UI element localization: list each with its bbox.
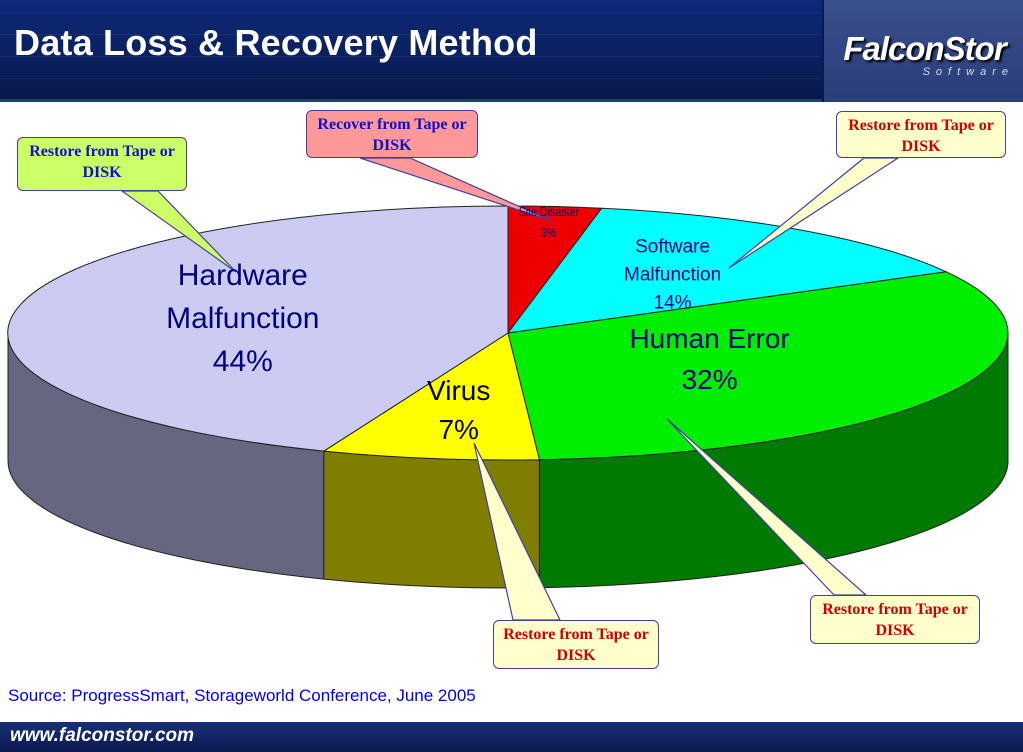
slide-title: Data Loss & Recovery Method (14, 22, 538, 63)
slice-percent-label: 3% (541, 225, 557, 240)
slice-percent-label: 32% (682, 364, 738, 395)
falconstor-logo: FalconStor Software (822, 0, 1023, 102)
callout-virus: Restore from Tape or DISK (493, 620, 659, 669)
header-line (0, 34, 820, 35)
slice-name-label: Human Error (629, 323, 789, 354)
slice-name-label: Hardware (178, 259, 308, 292)
logo-subtext: Software (922, 66, 1014, 78)
callout-human-error: Restore from Tape or DISK (810, 595, 980, 644)
header-line (0, 78, 820, 79)
slice-name-label: Malfunction (166, 302, 319, 335)
slice-name-label: Virus (427, 375, 490, 406)
header-line (0, 12, 820, 13)
pie-tops (7, 205, 1009, 461)
pie-slice-hardware-malfunction (7, 205, 509, 452)
pie-slice-software-malfunction (506, 207, 948, 334)
slice-name-label: Malfunction (624, 265, 721, 286)
callout-site-disaster: Recover from Tape or DISK (306, 110, 478, 158)
pie-slice-human-error (507, 271, 1009, 461)
slice-percent-label: 14% (654, 293, 692, 314)
footer-url: www.falconstor.com (10, 725, 195, 746)
slide-footer: www.falconstor.com (0, 722, 1023, 752)
slide-header: Data Loss & Recovery Method FalconStor S… (0, 0, 1023, 102)
pie-slice-virus (322, 332, 541, 461)
callout-pointer (728, 157, 901, 269)
logo-text: FalconStor (843, 30, 1006, 67)
source-citation: Source: ProgressSmart, Storageworld Conf… (8, 686, 476, 705)
callout-pointer (120, 190, 237, 273)
callout-pointers (120, 157, 901, 621)
slice-percent-label: 44% (213, 345, 273, 378)
callout-pointer (359, 157, 553, 222)
header-line (0, 56, 820, 57)
slice-name-label: Site Disaster (519, 204, 579, 219)
slice-percent-label: 7% (438, 414, 478, 445)
callout-hardware-malfunction: Restore from Tape or DISK (17, 137, 187, 191)
slice-name-label: Software (635, 237, 710, 258)
callout-software-malfunction: Restore from Tape or DISK (836, 111, 1006, 158)
